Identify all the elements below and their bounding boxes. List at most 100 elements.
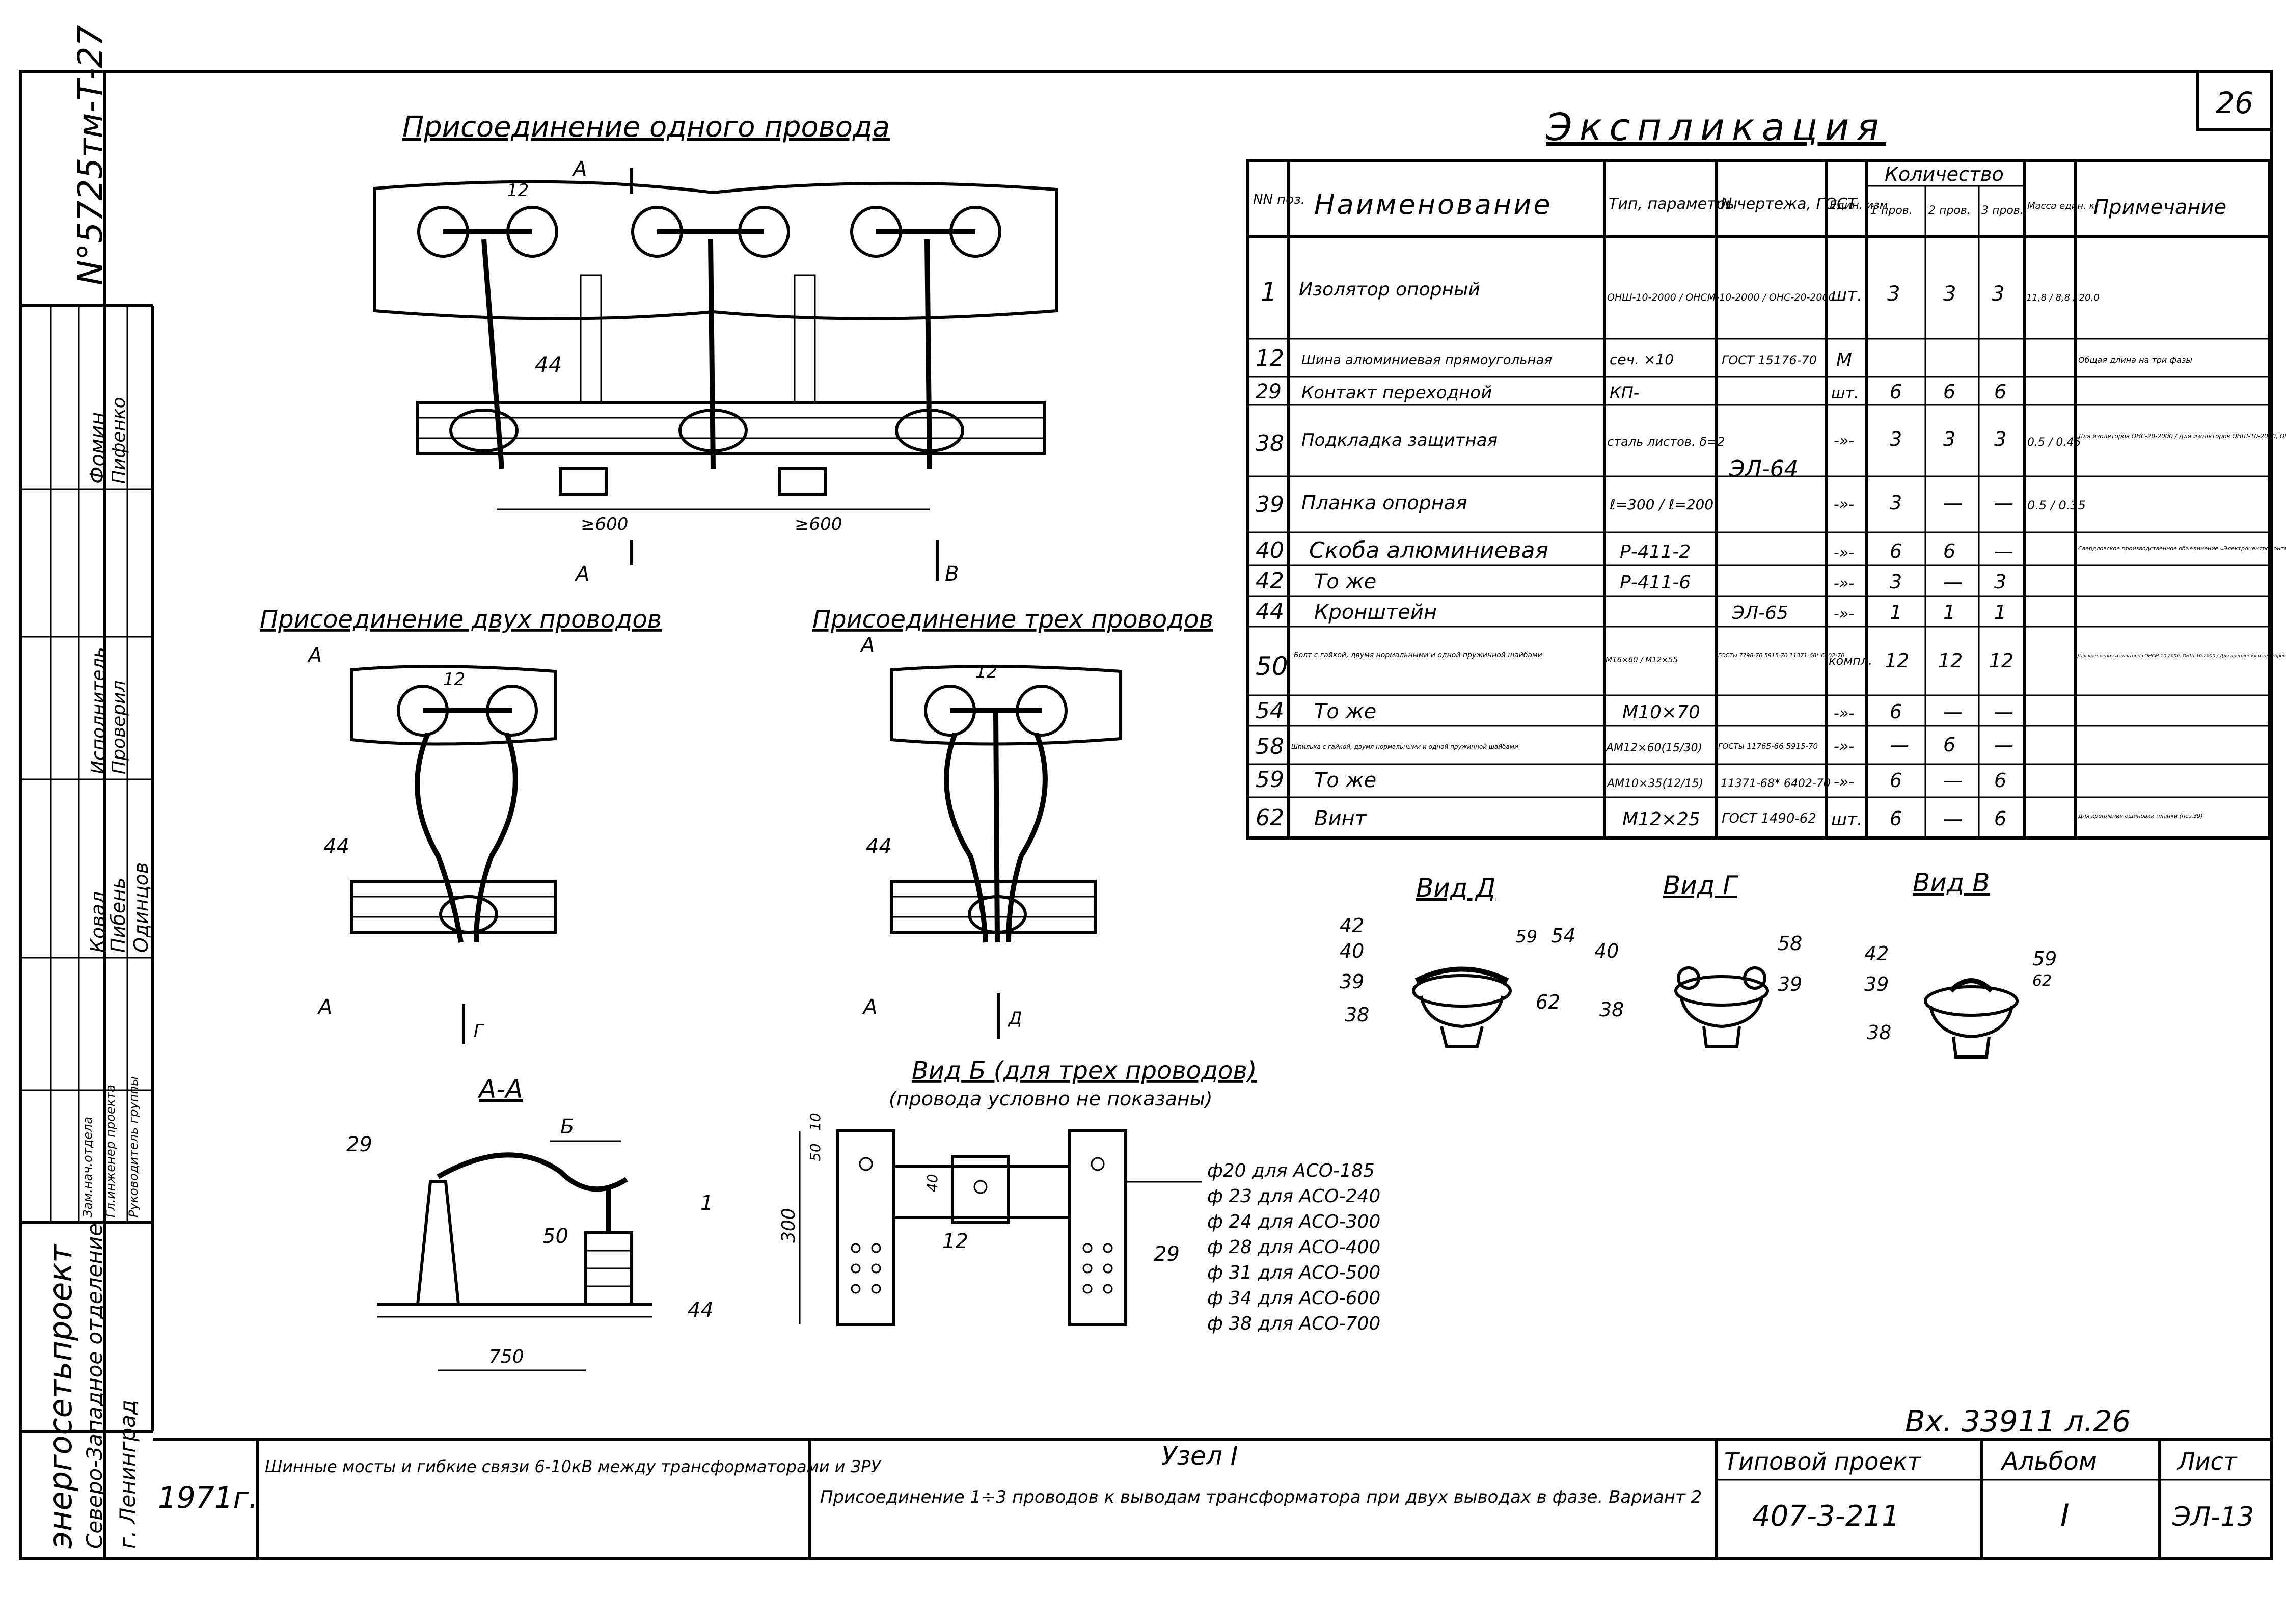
cell-q1: 6 — [1890, 807, 1902, 830]
cell-pos: 42 — [1256, 568, 1284, 594]
cell-mass: 11,8 / 8,8 / 20,0 — [2026, 292, 2100, 303]
hdr-mass: Масса един. кг — [2027, 201, 2100, 211]
org-line-1: энергосетьпроект — [42, 1243, 79, 1549]
view-d: Вид Д 42 40 39 38 59 54 62 — [1340, 873, 1575, 1048]
cell-type: КП- — [1610, 383, 1639, 402]
cell-name: Изолятор опорный — [1299, 279, 1480, 300]
cell-name: Шпилька с гайкой, двумя нормальными и од… — [1291, 743, 1518, 750]
stamp-role-7: Одинцов — [130, 862, 152, 953]
cell-note: Для крепления ошиновки планки (поз.39) — [2078, 813, 2203, 819]
cell-q1: 1 — [1890, 601, 1902, 624]
cell-type: сеч. ×10 — [1610, 351, 1674, 368]
cell-gost: 11371-68* 6402-70 — [1721, 777, 1831, 790]
cell-gost: ГОСТ 1490-62 — [1722, 811, 1816, 826]
cell-pos: 29 — [1256, 380, 1282, 403]
tb-album: I — [2060, 1498, 2070, 1533]
tb-subject: Шинные мосты и гибкие связи 6-10кВ между… — [265, 1457, 882, 1476]
cell-q1: 6 — [1890, 700, 1902, 723]
hole-185: ф20 для АСО-185 — [1207, 1160, 1375, 1181]
cell-name: Кронштейн — [1314, 601, 1437, 624]
explication: Экспликация — [1246, 105, 2286, 840]
title-view-v: Вид В — [1913, 868, 1990, 898]
cell-q1: 3 — [1890, 571, 1902, 593]
cell-q1: 3 — [1890, 428, 1902, 450]
cell-unit: -»- — [1834, 496, 1854, 513]
tb-sheet: ЭЛ-13 — [2172, 1502, 2254, 1532]
cell-type: М10×70 — [1622, 702, 1700, 723]
cell-type: сталь листов. δ=2 — [1607, 435, 1725, 449]
cell-pos: 59 — [1256, 767, 1284, 793]
pos-50-aa: 50 — [542, 1225, 568, 1248]
cell-type: Р-411-2 — [1620, 542, 1691, 562]
table-row: 62 Винт М12×25 ГОСТ 1490-62 шт. 6 — 6 Дл… — [1256, 805, 2203, 831]
tb-project-label: Типовой проект — [1724, 1448, 1921, 1475]
pos-39-v: 39 — [1864, 973, 1889, 995]
pos-42-d: 42 — [1340, 914, 1364, 937]
cell-unit: -»- — [1834, 544, 1854, 562]
stamp-role-1: Фомин — [86, 412, 110, 484]
cell-name: Винт — [1314, 807, 1368, 830]
table-row: 58 Шпилька с гайкой, двумя нормальными и… — [1256, 734, 2013, 760]
tb-sheet-label: Лист — [2176, 1448, 2238, 1475]
hdr-gost: N чертежа, ГОСТ — [1721, 195, 1858, 213]
cell-name: Скоба алюминиевая — [1309, 537, 1548, 563]
pos-59-d: 59 — [1515, 927, 1537, 947]
cell-q3: — — [1994, 734, 2013, 756]
mark-a-top: А — [572, 157, 587, 181]
cell-q2: — — [1943, 492, 1963, 514]
sheet-frame — [19, 70, 2273, 1560]
pos-42-v: 42 — [1864, 942, 1889, 965]
tb-node: Узел I — [1161, 1441, 1238, 1471]
cell-type: АМ12×60(15/30) — [1605, 742, 1702, 754]
stamp-role-8: Зам.нач.отдела — [80, 1117, 95, 1217]
pos-44-aa: 44 — [688, 1298, 714, 1322]
table-row: 39 Планка опорная ℓ=300 / ℓ=200 -»- 3 — … — [1256, 492, 2086, 518]
cell-mass: 0.5 / 0.35 — [2027, 498, 2086, 512]
org-line-3: г. Ленинград — [115, 1400, 140, 1549]
hdr-note: Примечание — [2093, 196, 2226, 219]
pos-39-g: 39 — [1778, 973, 1802, 995]
dim-300: 300 — [778, 1208, 799, 1243]
cell-q1: 12 — [1885, 649, 1909, 672]
hole-400: ф 28 для АСО-400 — [1207, 1237, 1380, 1258]
pos-38-v: 38 — [1867, 1021, 1891, 1044]
cell-type: АМ10×35(12/15) — [1606, 777, 1703, 790]
cell-q3: — — [1994, 700, 2013, 723]
cell-gost: ЭЛ-64 — [1729, 456, 1799, 482]
pos-40-d: 40 — [1340, 940, 1364, 962]
cell-q1: — — [1890, 734, 1909, 756]
pos-1-aa: 1 — [700, 1192, 713, 1215]
cell-note: Общая длина на три фазы — [2078, 355, 2192, 365]
cell-gost: ГОСТ 15176-70 — [1722, 353, 1817, 367]
mark-v: В — [945, 562, 959, 586]
cell-q2: 3 — [1943, 282, 1956, 306]
mark-a-three-top: А — [859, 634, 875, 657]
pos-12-three: 12 — [975, 662, 997, 682]
pos-58-g: 58 — [1778, 932, 1802, 955]
subtitle-view-b: (провода условно не показаны) — [889, 1088, 1213, 1110]
cell-q1: 3 — [1887, 282, 1900, 306]
table-row: 54 То же М10×70 -»- 6 — — — [1256, 698, 2013, 724]
stamp-role-3: Исполнитель — [88, 647, 109, 774]
stamp-role-4: Проверил — [108, 680, 129, 774]
cell-q3: 3 — [1994, 428, 2006, 450]
cell-name: Шина алюминиевая прямоугольная — [1301, 353, 1552, 368]
cell-note: Для изоляторов ОНС-20-2000 / Для изолято… — [2078, 432, 2286, 440]
cell-gost: ГОСТы 11765-66 5915-70 — [1718, 742, 1818, 751]
view-v: Вид В 42 39 38 59 62 — [1864, 868, 2057, 1059]
cell-unit: -»- — [1834, 773, 1854, 791]
hole-240: ф 23 для АСО-240 — [1207, 1186, 1380, 1207]
dim-750: 750 — [489, 1346, 524, 1367]
sheet-number-box — [2196, 70, 2273, 131]
cell-note: Свердловское производственное объединени… — [2078, 545, 2286, 552]
mark-a-bot: А — [574, 562, 589, 586]
mark-a-two-bot: А — [317, 995, 332, 1019]
section-a-a: А-А Б 750 29 1 50 44 — [346, 1074, 714, 1371]
pos-44-two: 44 — [323, 835, 349, 858]
title-view-b: Вид Б (для трех проводов) — [912, 1057, 1257, 1085]
cell-unit: шт. — [1831, 809, 1863, 830]
cell-pos: 50 — [1256, 652, 1288, 681]
hdr-name: Наименование — [1314, 188, 1553, 221]
tb-album-label: Альбом — [2000, 1447, 2097, 1476]
dim-10: 10 — [807, 1113, 824, 1131]
